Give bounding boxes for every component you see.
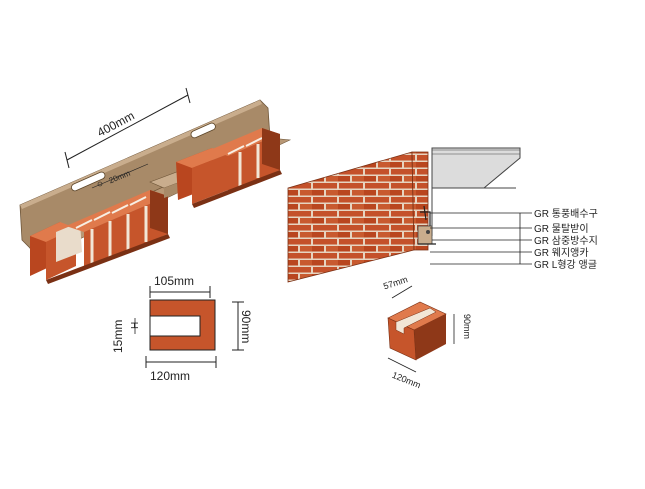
- brick-group-right: [176, 128, 282, 208]
- profile-slot-marker: H: [130, 322, 141, 329]
- plate-slot-right: [190, 122, 216, 139]
- bracket-assembly: 400mm 20mm: [19, 87, 292, 284]
- profile-height: 90mm: [239, 310, 253, 343]
- callout-drain-vent: GR 통풍배수구: [534, 208, 598, 220]
- profile-drawing: 105mm H 15mm 90mm 120mm: [111, 274, 253, 383]
- single-block: 57mm 90mm 120mm: [382, 274, 472, 390]
- block-slot: [395, 307, 437, 335]
- wall-section: GR 통풍배수구 GR 물탈받이 GR 삼중방수지 GR 웨지앵카 GR L형강…: [287, 147, 598, 283]
- brick-group-left: [30, 190, 170, 284]
- callout-wedge-anchor: GR 웨지앵카: [534, 247, 589, 259]
- callout-leaders: [430, 212, 532, 265]
- block-depth: 57mm: [382, 274, 409, 291]
- block-length: 120mm: [391, 370, 423, 391]
- profile-top-width: 105mm: [154, 274, 194, 288]
- profile-bottom-width: 120mm: [150, 369, 190, 383]
- brick-wall-face: [287, 151, 415, 283]
- callout-mortar-tray: GR 물탈받이: [534, 222, 589, 235]
- structure-wall: [431, 147, 521, 189]
- anchor-detail: [417, 205, 436, 245]
- plate-slot-left: [71, 171, 106, 192]
- brick-wall-edge: [411, 151, 429, 251]
- callout-waterproof-sheet: GR 삼중방수지: [534, 235, 598, 247]
- profile-slot-height: 15mm: [111, 320, 125, 353]
- length-label: 400mm: [95, 108, 137, 139]
- callout-angle-steel: GR L형강 앵글: [534, 259, 597, 271]
- block-height: 90mm: [462, 314, 472, 339]
